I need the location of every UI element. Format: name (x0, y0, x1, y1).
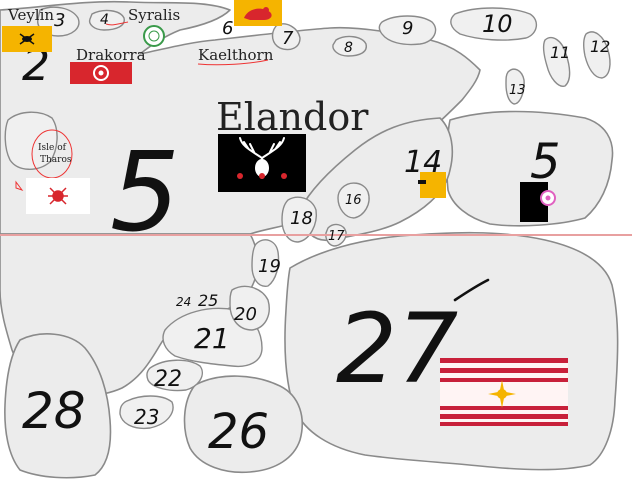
sun-icon (488, 380, 516, 408)
region-number-8: 8 (344, 40, 353, 56)
isle-of-tharos (4, 111, 58, 170)
region-number-26: 26 (208, 404, 269, 460)
tharos-pointer (15, 180, 24, 191)
region-number-21: 21 (194, 322, 230, 355)
region-number-19: 19 (258, 256, 281, 277)
region-number-4: 4 (100, 12, 109, 28)
stroke-27-tail (453, 278, 490, 302)
region-28 (4, 333, 112, 479)
region-number-9: 9 (402, 18, 413, 39)
place-label-syralis: Syralis (128, 6, 180, 24)
region-number-12: 12 (590, 37, 610, 56)
place-label-veylin: Veylin (7, 6, 54, 24)
region-20 (229, 285, 270, 331)
place-label-kaelthorn: Kaelthorn (198, 46, 274, 64)
kaelthorn-underline (197, 59, 269, 66)
flag-region-14 (420, 172, 446, 198)
region-number-7: 7 (282, 28, 294, 49)
region-13 (505, 68, 525, 105)
syralis-arrow (105, 21, 129, 26)
region-number-10: 10 (482, 10, 513, 38)
region-number-11: 11 (550, 43, 570, 62)
region-number-20: 20 (234, 304, 257, 325)
region-22 (146, 359, 204, 392)
insect-icon (19, 33, 35, 45)
region-10 (450, 7, 537, 41)
region-number-27: 27 (336, 293, 458, 405)
seal-icon (143, 25, 165, 47)
region-number-3: 3 (54, 10, 65, 31)
region-number-6: 6 (222, 18, 233, 39)
flag-region-27 (440, 358, 568, 426)
region-number-5-west: 5 (110, 128, 180, 256)
region-number-23: 23 (134, 405, 159, 429)
region-number-5-east: 5 (530, 134, 561, 190)
region-7 (271, 23, 301, 51)
region-4 (88, 9, 125, 31)
ring-icon (540, 190, 556, 206)
map-title: Elandor (216, 95, 369, 139)
lion-icon (244, 7, 272, 20)
dragon-icon (93, 65, 109, 81)
region-18 (281, 196, 317, 243)
stag-icon (237, 137, 287, 179)
region-9 (378, 15, 437, 46)
region-19 (251, 239, 280, 287)
region-12 (582, 31, 611, 79)
region-16 (337, 182, 370, 219)
region-east-peninsula (445, 110, 614, 227)
region-number-13: 13 (509, 83, 526, 98)
region-8 (332, 35, 367, 57)
place-label-drakorra: Drakorra (76, 46, 146, 64)
region-11 (542, 36, 571, 87)
isle-label-line2: Tharos (40, 155, 72, 165)
region-number-22: 22 (154, 367, 182, 392)
insect-icon (418, 180, 426, 184)
spider-icon (48, 187, 68, 205)
region-number-17: 17 (328, 229, 345, 244)
region-number-25: 25 (198, 291, 218, 310)
region-23 (119, 395, 174, 430)
region-26 (183, 375, 303, 474)
region-number-24: 24 (176, 295, 191, 309)
region-number-18: 18 (290, 208, 313, 229)
region-number-16: 16 (345, 193, 362, 208)
region-number-28: 28 (22, 382, 86, 440)
isle-label-line1: Isle of (38, 143, 67, 153)
